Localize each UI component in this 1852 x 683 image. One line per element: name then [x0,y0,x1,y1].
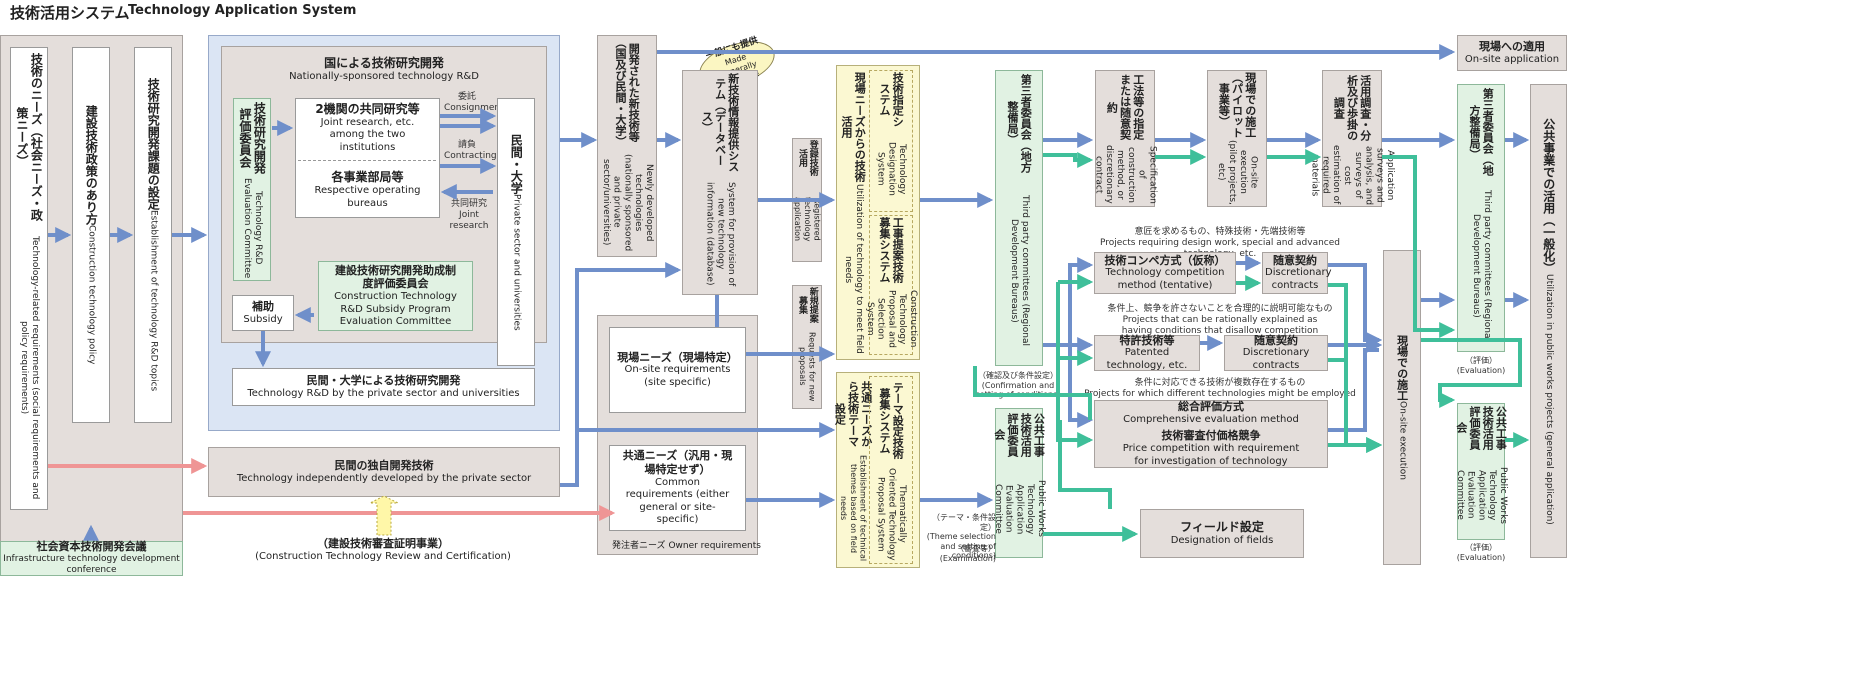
common-req-box: 共通ニーズ（汎用・現場特定せず）Common requirements (eit… [609,445,746,531]
needs-box: 技術のニーズ（社会ニーズ・政策ニーズ）Technology-related re… [10,47,48,510]
general-use-box: 公共事業での活用（一般化）Utilization in public works… [1530,84,1567,558]
theme-selection-label: （テーマ・条件設定）(Theme selection and setting o… [926,513,996,561]
page-subtitle: Technology Application System [128,3,357,18]
pilot-box: 現場での施工（パイロット事業等）On-site execution (pilot… [1207,70,1267,207]
certification-label: （建設技術審査証明事業）(Construction Technology Rev… [255,536,511,562]
joint-research-box [295,98,440,218]
netis-box: 新技術情報提供システム（データベース）System for provision … [682,70,758,295]
joint-divider [298,160,436,161]
field-needs-panel [836,65,920,360]
third-party-committee: 第三者委員会（地方整備局）Third party committees (Reg… [995,70,1043,366]
third-party-committee-2: 第三者委員会（地方整備局）Third party committees (Reg… [1457,84,1505,352]
evaluation-label-2: （評価）(Evaluation) [1456,543,1506,562]
new-tech-box: 開発された新技術等（国及び民間・大学）Newly developed techn… [597,35,657,257]
competition-box: 技術コンペ方式（仮称）Technology competition method… [1094,252,1236,294]
theme-needs-panel [836,372,920,568]
examination-label: （審査等）(Examination) [939,544,996,563]
owner-label: 発注者ニーズ Owner requirements [612,541,761,551]
evaluation-label-1: （評価）(Evaluation) [1456,356,1506,375]
page-title: 技術活用システム [10,4,130,22]
onsite-req-box: 現場ニーズ（現場特定）On-site requirements (site sp… [609,327,746,413]
